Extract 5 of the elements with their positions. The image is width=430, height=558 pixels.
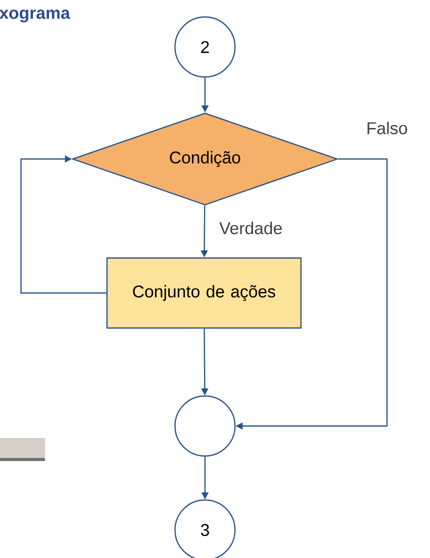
arrow — [20, 155, 106, 294]
edge-label: Falso — [365, 120, 409, 136]
junction-circle — [174, 395, 236, 457]
process-box: Conjunto de ações — [106, 257, 302, 329]
edge-label: Verdade — [218, 220, 284, 236]
